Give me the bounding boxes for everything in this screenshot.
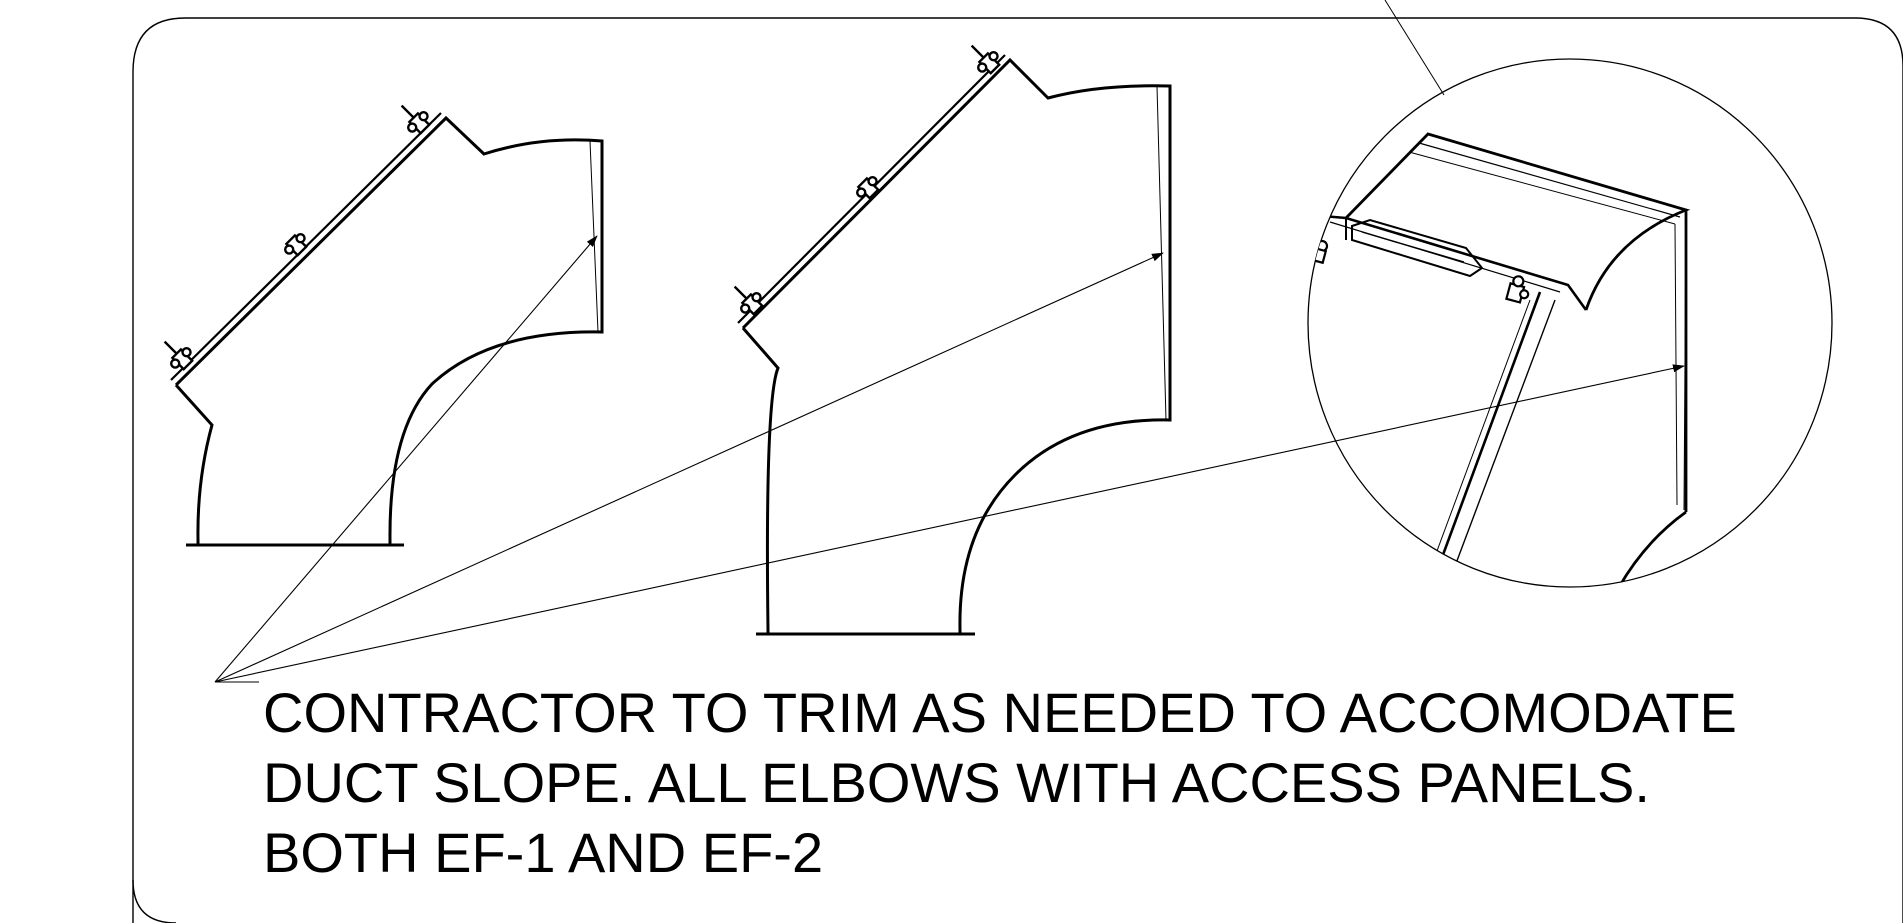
detail-circle xyxy=(1307,58,1833,588)
note-line-1: CONTRACTOR TO TRIM AS NEEDED TO ACCOMODA… xyxy=(263,681,1737,744)
elbow-middle xyxy=(737,54,1172,636)
leader-to-elbow-middle xyxy=(214,252,1164,683)
elbow-middle-wing-nuts xyxy=(733,44,1001,316)
trim-note: CONTRACTOR TO TRIM AS NEEDED TO ACCOMODA… xyxy=(263,678,1737,888)
elbow-left-wing-nuts xyxy=(163,104,431,371)
leader-to-detail xyxy=(214,364,1685,683)
drawing-border-bottom xyxy=(132,879,177,923)
detail-trim-line xyxy=(1683,209,1687,511)
leader-to-elbow-left xyxy=(214,235,598,683)
detail-view xyxy=(1311,132,1691,587)
detail-callout-leader xyxy=(1384,0,1445,96)
note-leaders xyxy=(214,235,1685,683)
note-line-3: BOTH EF-1 AND EF-2 xyxy=(263,821,824,884)
elbow-left xyxy=(170,112,604,547)
elbow-middle-trim-line xyxy=(1156,85,1167,421)
note-line-2: DUCT SLOPE. ALL ELBOWS WITH ACCESS PANEL… xyxy=(263,751,1650,814)
